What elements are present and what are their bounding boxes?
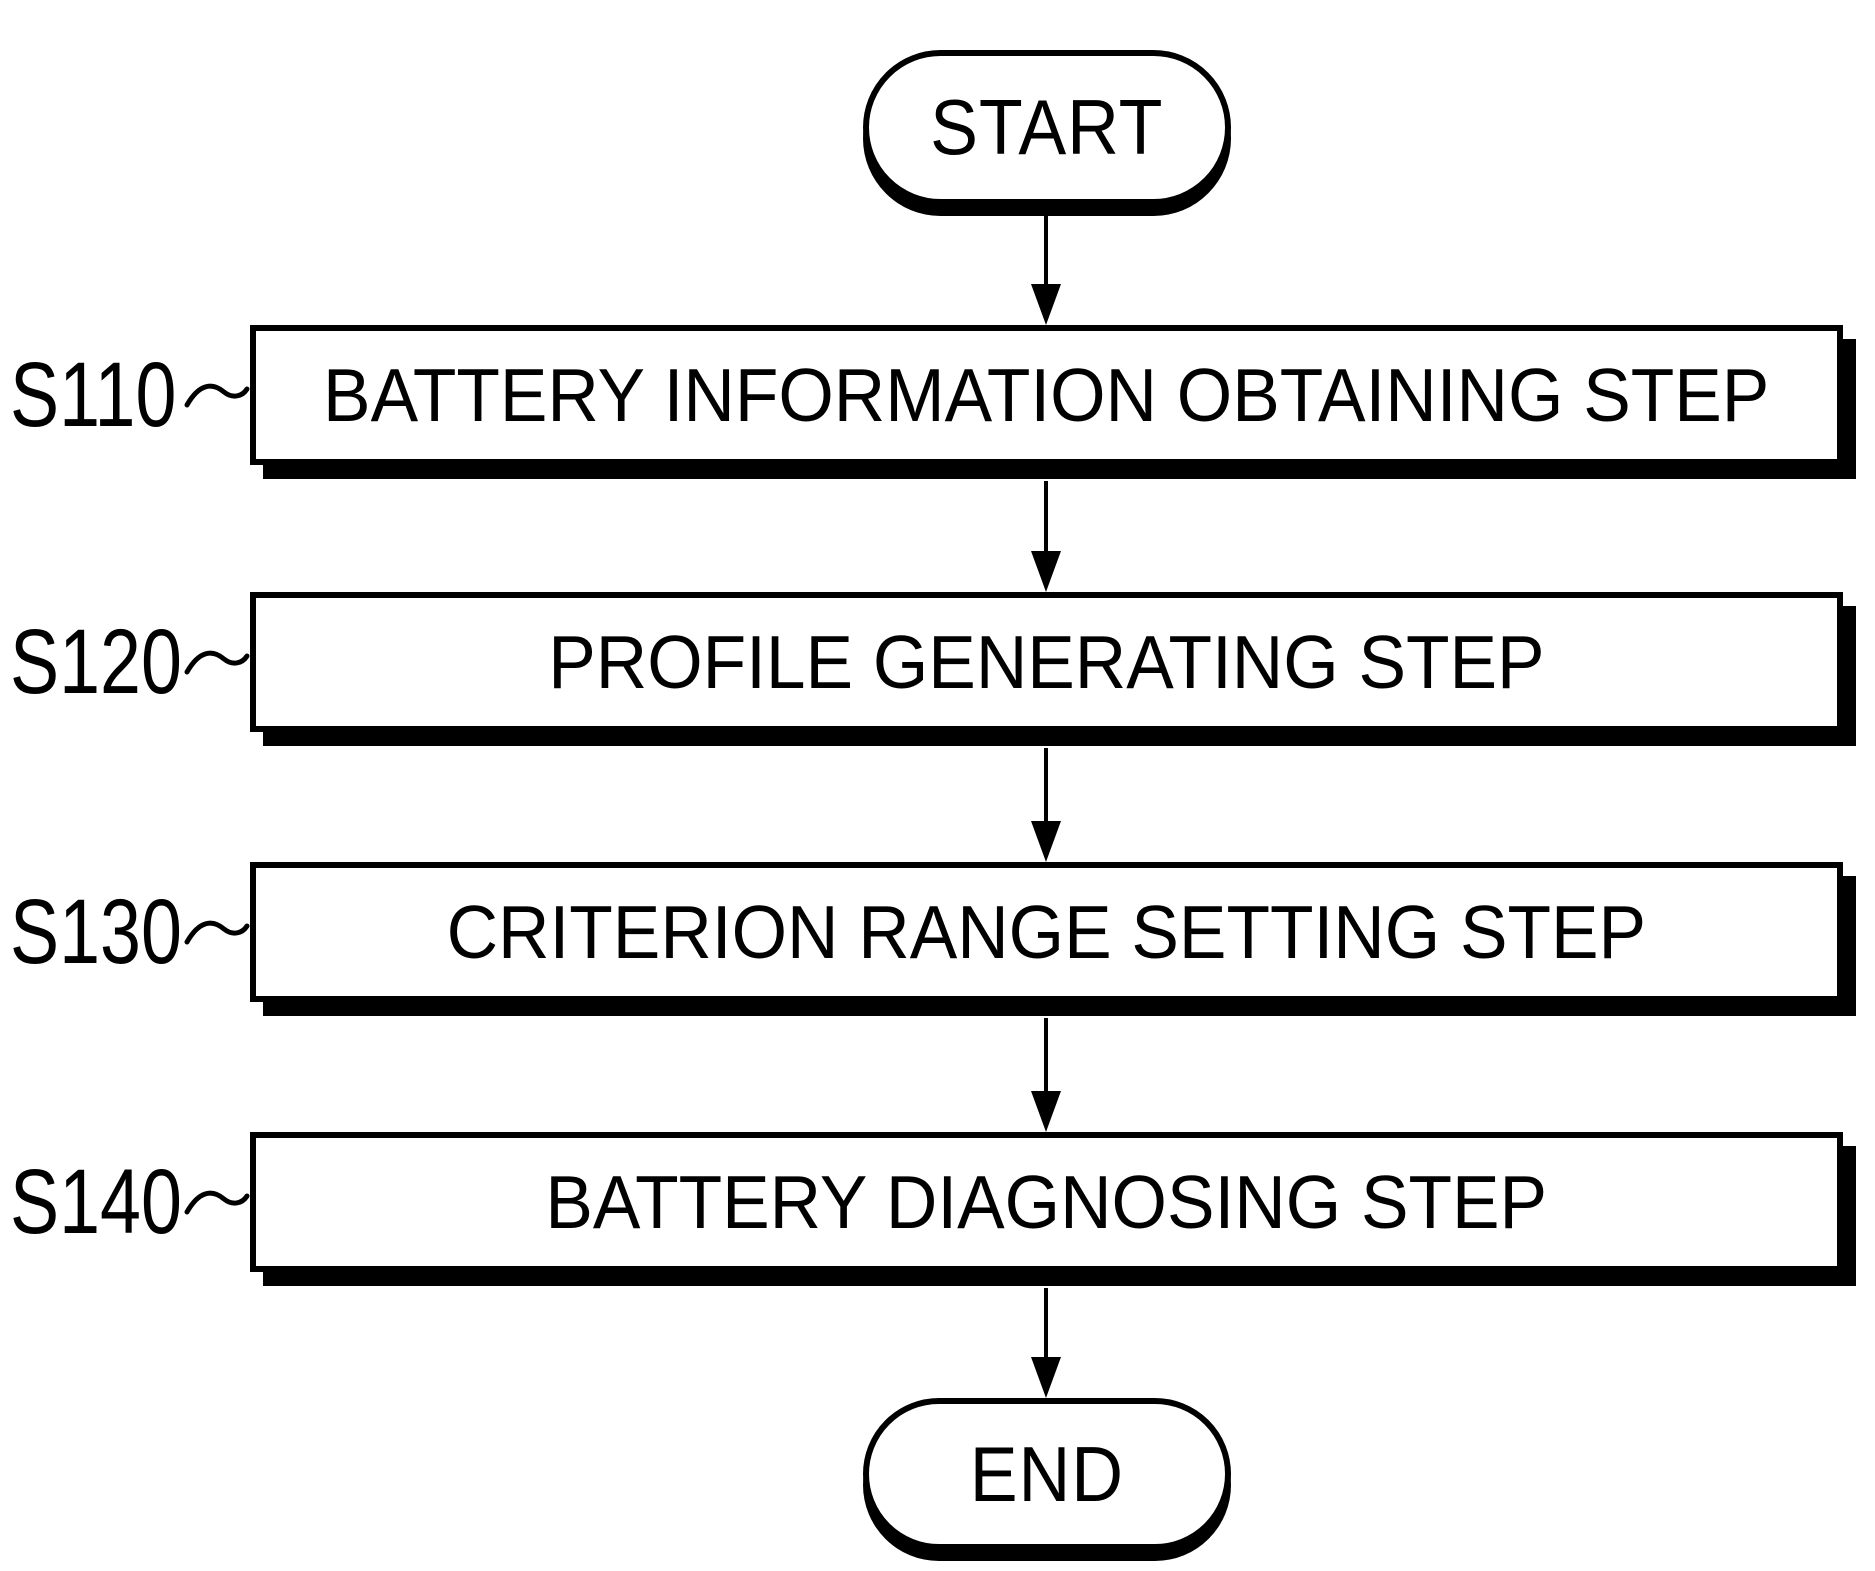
flow-arrow — [1031, 213, 1061, 325]
leader-curve-icon — [184, 920, 250, 945]
step-label: BATTERY DIAGNOSING STEP — [545, 1160, 1548, 1244]
arrow-line — [1044, 748, 1048, 824]
step-id-s140: S140 — [10, 1132, 182, 1272]
step-id-text: S140 — [10, 1150, 182, 1253]
step-box-battery-diagnosing: BATTERY DIAGNOSING STEP — [250, 1132, 1843, 1272]
step-box-criterion-range-setting: CRITERION RANGE SETTING STEP — [250, 862, 1843, 1002]
step-label: BATTERY INFORMATION OBTAINING STEP — [323, 353, 1770, 437]
arrow-head-icon — [1031, 284, 1061, 325]
step-label: CRITERION RANGE SETTING STEP — [446, 890, 1647, 974]
arrow-line — [1044, 1288, 1048, 1360]
arrow-line — [1044, 213, 1048, 287]
step-label: PROFILE GENERATING STEP — [548, 620, 1545, 704]
flow-arrow — [1031, 1288, 1061, 1398]
flow-arrow — [1031, 1018, 1061, 1132]
end-node-label: END — [969, 1429, 1125, 1518]
start-node: START — [863, 50, 1231, 205]
step-id-text: S110 — [10, 343, 177, 446]
leader-curve-icon — [184, 1190, 250, 1215]
arrow-head-icon — [1031, 551, 1061, 592]
end-node: END — [863, 1398, 1231, 1550]
leader-curve-icon — [184, 650, 250, 675]
step-id-text: S130 — [10, 880, 182, 983]
step-id-s120: S120 — [10, 592, 182, 732]
arrow-head-icon — [1031, 1091, 1061, 1132]
leader-curve-icon — [184, 383, 250, 408]
step-box-battery-information-obtaining: BATTERY INFORMATION OBTAINING STEP — [250, 325, 1843, 465]
step-id-text: S120 — [10, 610, 182, 713]
flow-arrow — [1031, 748, 1061, 862]
arrow-line — [1044, 1018, 1048, 1094]
flow-arrow — [1031, 481, 1061, 592]
arrow-line — [1044, 481, 1048, 554]
start-node-label: START — [930, 83, 1164, 171]
step-box-profile-generating: PROFILE GENERATING STEP — [250, 592, 1843, 732]
arrow-head-icon — [1031, 821, 1061, 862]
step-id-s110: S110 — [10, 325, 176, 465]
step-id-s130: S130 — [10, 862, 182, 1002]
arrow-head-icon — [1031, 1357, 1061, 1398]
